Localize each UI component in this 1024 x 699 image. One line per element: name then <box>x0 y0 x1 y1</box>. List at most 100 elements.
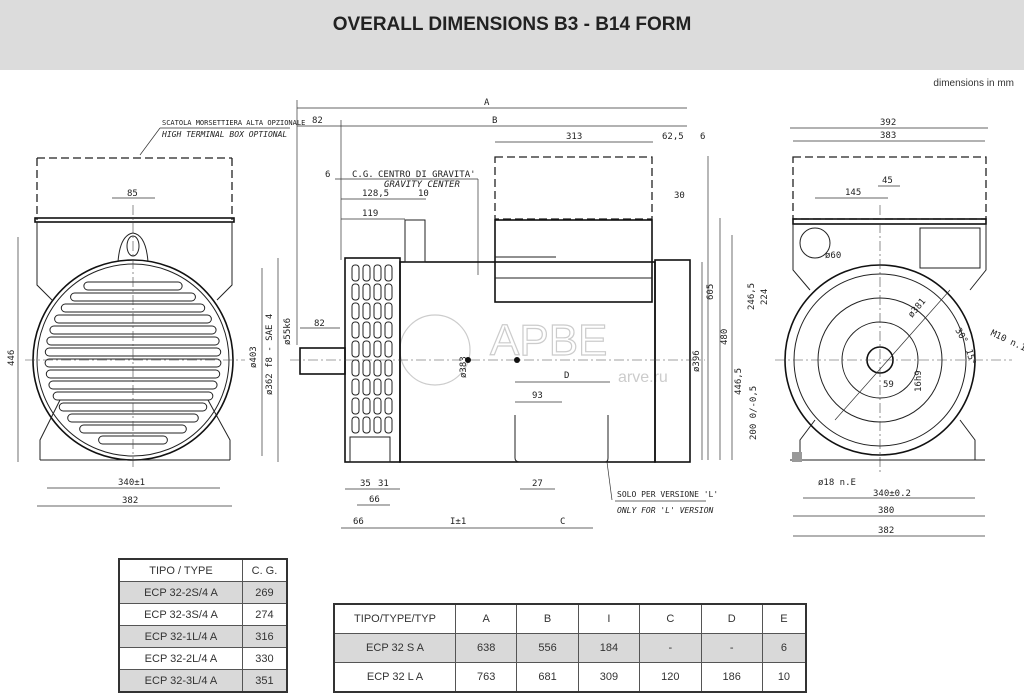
vent-slot <box>351 359 360 377</box>
dim-label: 66 <box>353 517 364 527</box>
header-cell: E <box>761 603 807 634</box>
cell: 681 <box>516 662 579 693</box>
cell: 269 <box>241 581 288 604</box>
vent-slot <box>362 264 371 282</box>
dim-label: 313 <box>566 132 582 142</box>
dim-label: 605 <box>706 284 716 300</box>
cell: 186 <box>700 662 763 693</box>
dim-label: 59 <box>883 380 894 390</box>
cell: 330 <box>241 647 288 670</box>
table-header-row: TIPO / TYPE C. G. <box>118 558 288 582</box>
vent-slot <box>373 378 382 396</box>
dim-label: ø383 <box>459 356 469 378</box>
cg-label: C.G. <box>352 170 374 180</box>
vent-slot <box>384 264 393 282</box>
dim-label: ø18 n.E <box>818 478 856 488</box>
cell: 309 <box>577 662 641 693</box>
l-version-note-it: SOLO PER VERSIONE 'L' <box>617 490 718 499</box>
dim-label: 340±1 <box>118 478 145 488</box>
dim-label: 383 <box>880 131 896 141</box>
dim-label: 224 <box>760 289 770 305</box>
dim-label: 30° <box>952 327 969 346</box>
cell: 10 <box>761 662 807 693</box>
vent-slot <box>362 359 371 377</box>
cell: ECP 32-2S/4 A <box>118 581 243 604</box>
dim-label: 145 <box>845 188 861 198</box>
vent-slot <box>384 340 393 358</box>
vent-slot <box>384 397 393 415</box>
dim-label: 15° <box>963 348 977 366</box>
header-cell: B <box>516 603 579 634</box>
vent-slot <box>351 378 360 396</box>
watermark-brand: APBE <box>490 316 607 365</box>
cell: 638 <box>454 633 518 663</box>
vent-slot <box>384 378 393 396</box>
dim-label: 93 <box>532 391 543 401</box>
dim-label: A <box>484 98 490 108</box>
dim-label: 392 <box>880 118 896 128</box>
vent-slot <box>362 302 371 320</box>
vent-slot <box>351 340 360 358</box>
dim-label: C <box>560 517 565 527</box>
cell: 351 <box>241 669 288 693</box>
cell: - <box>639 633 702 663</box>
vent-slot <box>362 397 371 415</box>
cg-en: GRAVITY CENTER <box>384 180 460 190</box>
dim-label: 45 <box>882 176 893 186</box>
header-band <box>0 0 1024 70</box>
vent-slot <box>362 340 371 358</box>
header-cell: C <box>639 603 702 634</box>
dim-label: 480 <box>720 329 730 345</box>
dim-label: 82 <box>312 116 323 126</box>
side-view: A B 82 313 62,5 6 6 C.G. CENTRO DI GRAVI… <box>249 98 718 529</box>
vent-slot <box>351 283 360 301</box>
header-cell: C. G. <box>241 558 288 582</box>
dim-label: 16h9 <box>914 370 924 392</box>
watermark: APBE arve.ru <box>399 314 668 386</box>
dim-label: 85 <box>127 189 138 199</box>
vent-slot <box>384 283 393 301</box>
page-title: OVERALL DIMENSIONS B3 - B14 FORM <box>332 14 692 35</box>
cell: ECP 32-2L/4 A <box>118 647 243 670</box>
cg-it: CENTRO DI GRAVITA' <box>378 170 476 180</box>
dim-label: 10 <box>418 189 429 199</box>
dim-label: 340±0.2 <box>873 489 911 499</box>
cell: ECP 32-1L/4 A <box>118 625 243 648</box>
cell: - <box>700 633 763 663</box>
vent-slot <box>351 264 360 282</box>
dim-label: 200 0/-0,5 <box>749 386 759 440</box>
dim-label: ø403 <box>249 346 259 368</box>
dim-label: I±1 <box>450 517 466 527</box>
cell: ECP 32 S A <box>333 633 456 663</box>
header-cell: D <box>700 603 763 634</box>
dim-label: 82 <box>314 319 325 329</box>
cell: 6 <box>761 633 807 663</box>
dim-label: 128,5 <box>362 189 389 199</box>
vent-slot <box>362 283 371 301</box>
cell: 184 <box>577 633 641 663</box>
vent-slot <box>384 359 393 377</box>
rear-view: 392 383 ø60 45 145 ø381 30° 15° M10 n.12… <box>719 118 1024 537</box>
vent-slot <box>373 302 382 320</box>
dim-label: B <box>492 116 497 126</box>
header-cell: I <box>577 603 641 634</box>
dim-label: D <box>564 371 569 381</box>
vent-slot <box>351 302 360 320</box>
vent-slot <box>373 416 382 434</box>
dim-label: ø55k6 <box>283 318 293 345</box>
dim-label: 446,5 <box>734 368 744 395</box>
vent-slot <box>351 397 360 415</box>
table-header-row: TIPO/TYPE/TYP A B I C D E <box>333 603 807 634</box>
vent-slot <box>351 321 360 339</box>
dim-label: M10 n.12 <box>989 329 1024 356</box>
dim-label: 31 <box>378 479 389 489</box>
cell: 274 <box>241 603 288 626</box>
dim-label: ø396 <box>692 350 702 372</box>
